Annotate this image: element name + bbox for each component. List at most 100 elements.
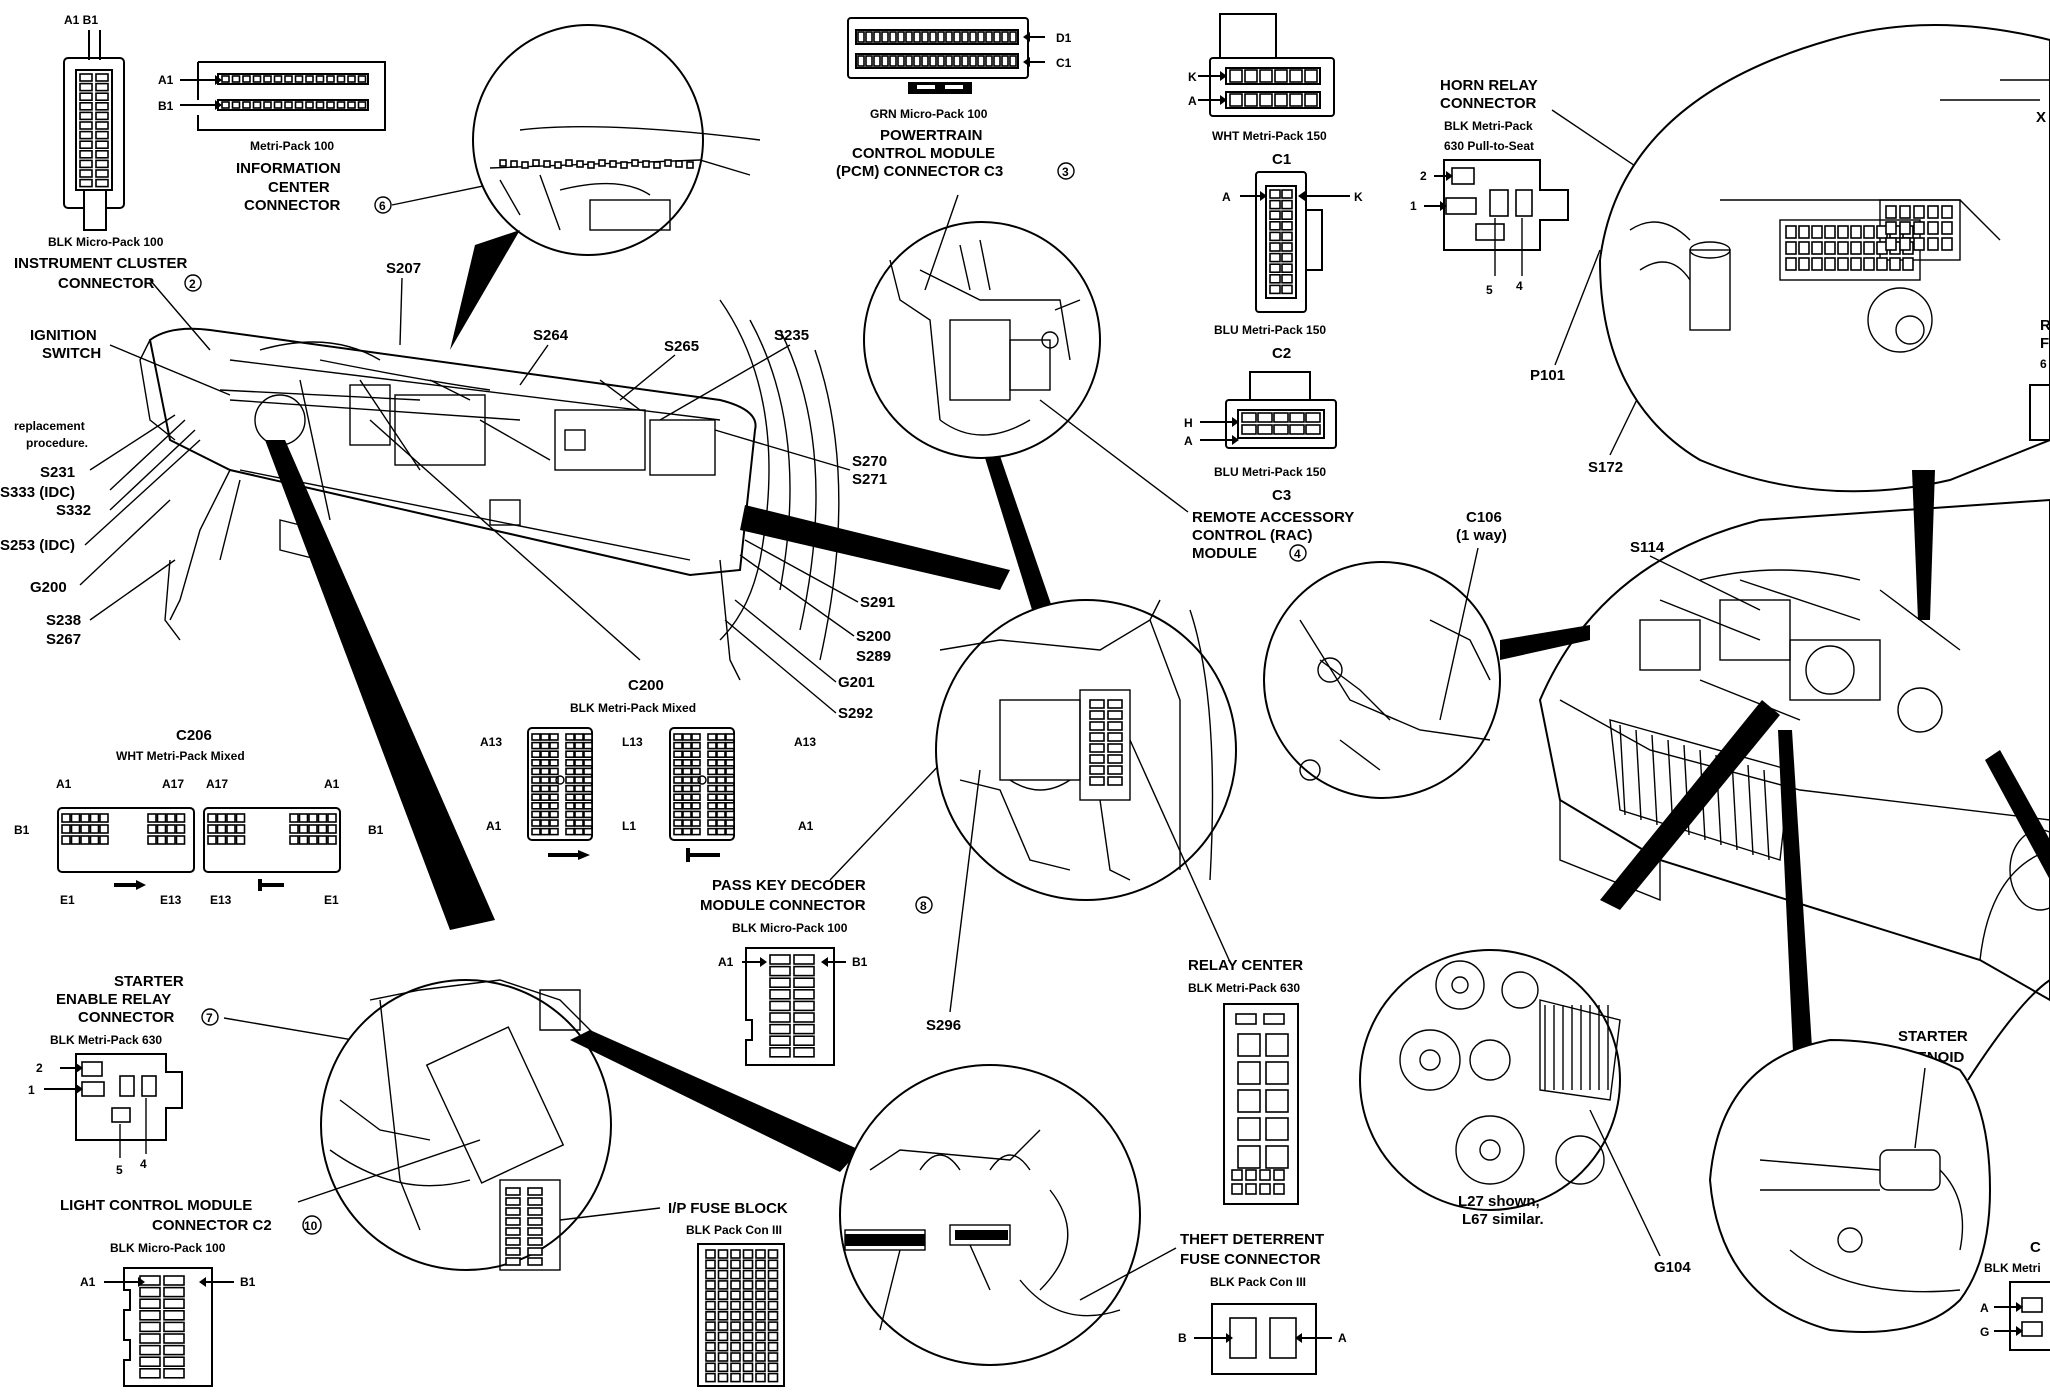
connector-cavity [705, 1269, 716, 1280]
connector-cavity [79, 102, 93, 111]
callout-circle-3 [1057, 162, 1075, 180]
connector-cavity [730, 1372, 741, 1383]
connector-cavity [315, 75, 325, 83]
connector-cavity [1263, 1013, 1285, 1025]
connector-cavity [673, 819, 683, 827]
starter-relay-callout-number: 7 [206, 1011, 213, 1025]
connector-cavity [1107, 765, 1123, 775]
connector-cavity [1089, 699, 1105, 709]
connector-cavity [336, 75, 346, 83]
connector-cavity [881, 55, 889, 67]
connector-cavity [327, 813, 337, 823]
connector-cavity [139, 1321, 161, 1333]
leader-pcm [924, 194, 959, 291]
connector-cavity [1107, 721, 1123, 731]
connector-cavity [707, 827, 717, 836]
connector-cavity [1089, 776, 1105, 786]
wire-line [479, 419, 551, 461]
detail-circle-relay [935, 599, 1237, 901]
c200-type: BLK Metri-Pack Mixed [570, 701, 696, 715]
connector-cavity [565, 784, 575, 793]
horn-name-1: HORN RELAY [1440, 77, 1538, 94]
panel-dot [521, 161, 529, 169]
rac-c1-pin-a: A [1188, 94, 1197, 108]
starter-relay-name-1: STARTER [114, 973, 184, 990]
connector-cavity [1269, 273, 1281, 284]
connector-cavity [691, 758, 701, 767]
right-edge-x: X [2036, 109, 2046, 126]
connector-cavity [574, 819, 584, 827]
connector-cavity [1824, 225, 1836, 239]
splice-s332: S332 [56, 502, 91, 519]
c200-a1: A1 [486, 819, 502, 833]
connector-cavity [1009, 31, 1017, 43]
connector-cavity [767, 1311, 779, 1321]
connector-cavity [865, 31, 873, 43]
lcm-name-2: CONNECTOR C2 [152, 1217, 272, 1234]
connector-cavity [716, 801, 726, 810]
connector-cavity [707, 733, 717, 741]
connector-cavity [1089, 765, 1105, 775]
connector-cavity [767, 1341, 779, 1352]
pcm-name-1: POWERTRAIN [880, 127, 983, 144]
connector-cavity [1798, 225, 1810, 239]
connector-cavity [673, 793, 683, 802]
connector-cavity [540, 741, 550, 750]
connector-cavity [742, 1331, 754, 1342]
connector-cavity [163, 1275, 185, 1286]
connector-cavity [565, 810, 575, 819]
connector-cavity [725, 810, 735, 819]
connector-cavity [705, 1290, 716, 1300]
connector-cavity [1001, 55, 1009, 67]
connector-cavity [163, 1368, 185, 1379]
connector-cavity [742, 1341, 754, 1352]
leader-g104 [1589, 1109, 1661, 1257]
connector-cavity [717, 1290, 729, 1300]
horn-pin-2: 2 [1420, 169, 1427, 183]
connector-cavity [565, 750, 575, 759]
connector-cavity [769, 1012, 791, 1023]
connector-cavity [583, 819, 593, 827]
connector-cavity [730, 1290, 741, 1300]
connector-cavity [717, 1321, 729, 1331]
lcm-connector-drawing [104, 1267, 234, 1387]
connector-cavity [725, 793, 735, 802]
engine-wire [1659, 599, 1761, 641]
connector-cavity [308, 824, 318, 834]
connector-cavity [527, 1257, 543, 1266]
connector-cavity [673, 733, 683, 741]
connector-cavity [1885, 237, 1897, 251]
information-center-connector-drawing [180, 61, 386, 131]
connector-cavity [163, 1344, 185, 1356]
passkey-connector-drawing [742, 947, 846, 1066]
connector-cavity [1265, 1089, 1289, 1113]
horn-type-2: 630 Pull-to-Seat [1444, 139, 1534, 153]
connector-cavity [284, 75, 293, 83]
connector-cavity [1941, 205, 1953, 219]
theft-name-1: THEFT DETERRENT [1180, 1231, 1324, 1248]
connector-cavity [216, 813, 227, 823]
replacement-label-1: replacement [14, 419, 85, 433]
passkey-callout-number: 8 [920, 899, 927, 913]
panel-dot [554, 161, 562, 169]
splice-s264: S264 [533, 327, 569, 344]
connector-cavity [574, 827, 584, 836]
connector-cavity [673, 784, 683, 793]
rac-connector-c1-drawing [1198, 13, 1335, 117]
connector-cavity [705, 1280, 716, 1290]
connector-cavity [99, 824, 109, 834]
connector-cavity [226, 835, 236, 845]
passkey-pin-b1: B1 [852, 955, 868, 969]
horn-pin-4: 4 [1516, 279, 1523, 293]
instrument-panel-drawing [139, 299, 840, 681]
connector-cavity [1785, 225, 1797, 239]
connector-cavity [540, 801, 550, 810]
connector-cavity [527, 1197, 543, 1206]
connector-cavity [527, 1227, 543, 1236]
starter-relay-pin-4: 4 [140, 1157, 147, 1171]
connector-cavity [1107, 754, 1123, 764]
theft-pin-a: A [1338, 1331, 1347, 1345]
right-edge-r: R [2040, 317, 2050, 334]
connector-cavity [1257, 412, 1273, 423]
